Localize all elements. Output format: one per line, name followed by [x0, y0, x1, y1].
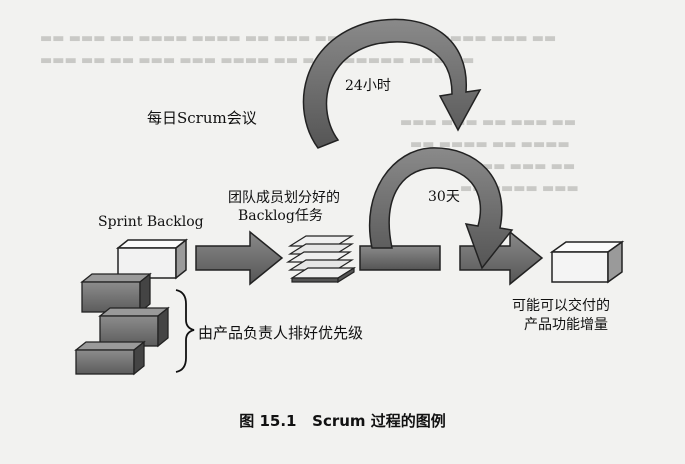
- product-backlog-brace: [175, 289, 195, 373]
- team-tasks-label-line1: 团队成员划分好的: [228, 190, 340, 206]
- arrow-to-tasks: [195, 230, 284, 286]
- increment-box: [549, 240, 625, 284]
- product-backlog-stack: [74, 272, 170, 376]
- loop-24-hours: [302, 18, 482, 149]
- task-stack: [285, 235, 357, 284]
- figure-number: 图 15.1: [239, 412, 297, 430]
- sprint-arrow: [359, 230, 544, 286]
- increment-label-line1: 可能可以交付的: [512, 298, 610, 314]
- figure-title: Scrum 过程的图例: [312, 412, 446, 430]
- sprint-backlog-label: Sprint Backlog: [98, 214, 204, 230]
- sprint-backlog-box: [115, 238, 189, 280]
- increment-label-line2: 产品功能增量: [524, 317, 608, 333]
- days-30-label: 30天: [428, 189, 460, 205]
- hours-24-label: 24小时: [345, 78, 391, 94]
- team-tasks-label-line2: Backlog任务: [238, 208, 323, 224]
- loop-30-days: [368, 147, 514, 270]
- daily-scrum-label: 每日Scrum会议: [147, 109, 257, 127]
- figure-caption: 图 15.1 Scrum 过程的图例: [0, 410, 685, 431]
- product-backlog-label: 由产品负责人排好优先级: [198, 324, 364, 342]
